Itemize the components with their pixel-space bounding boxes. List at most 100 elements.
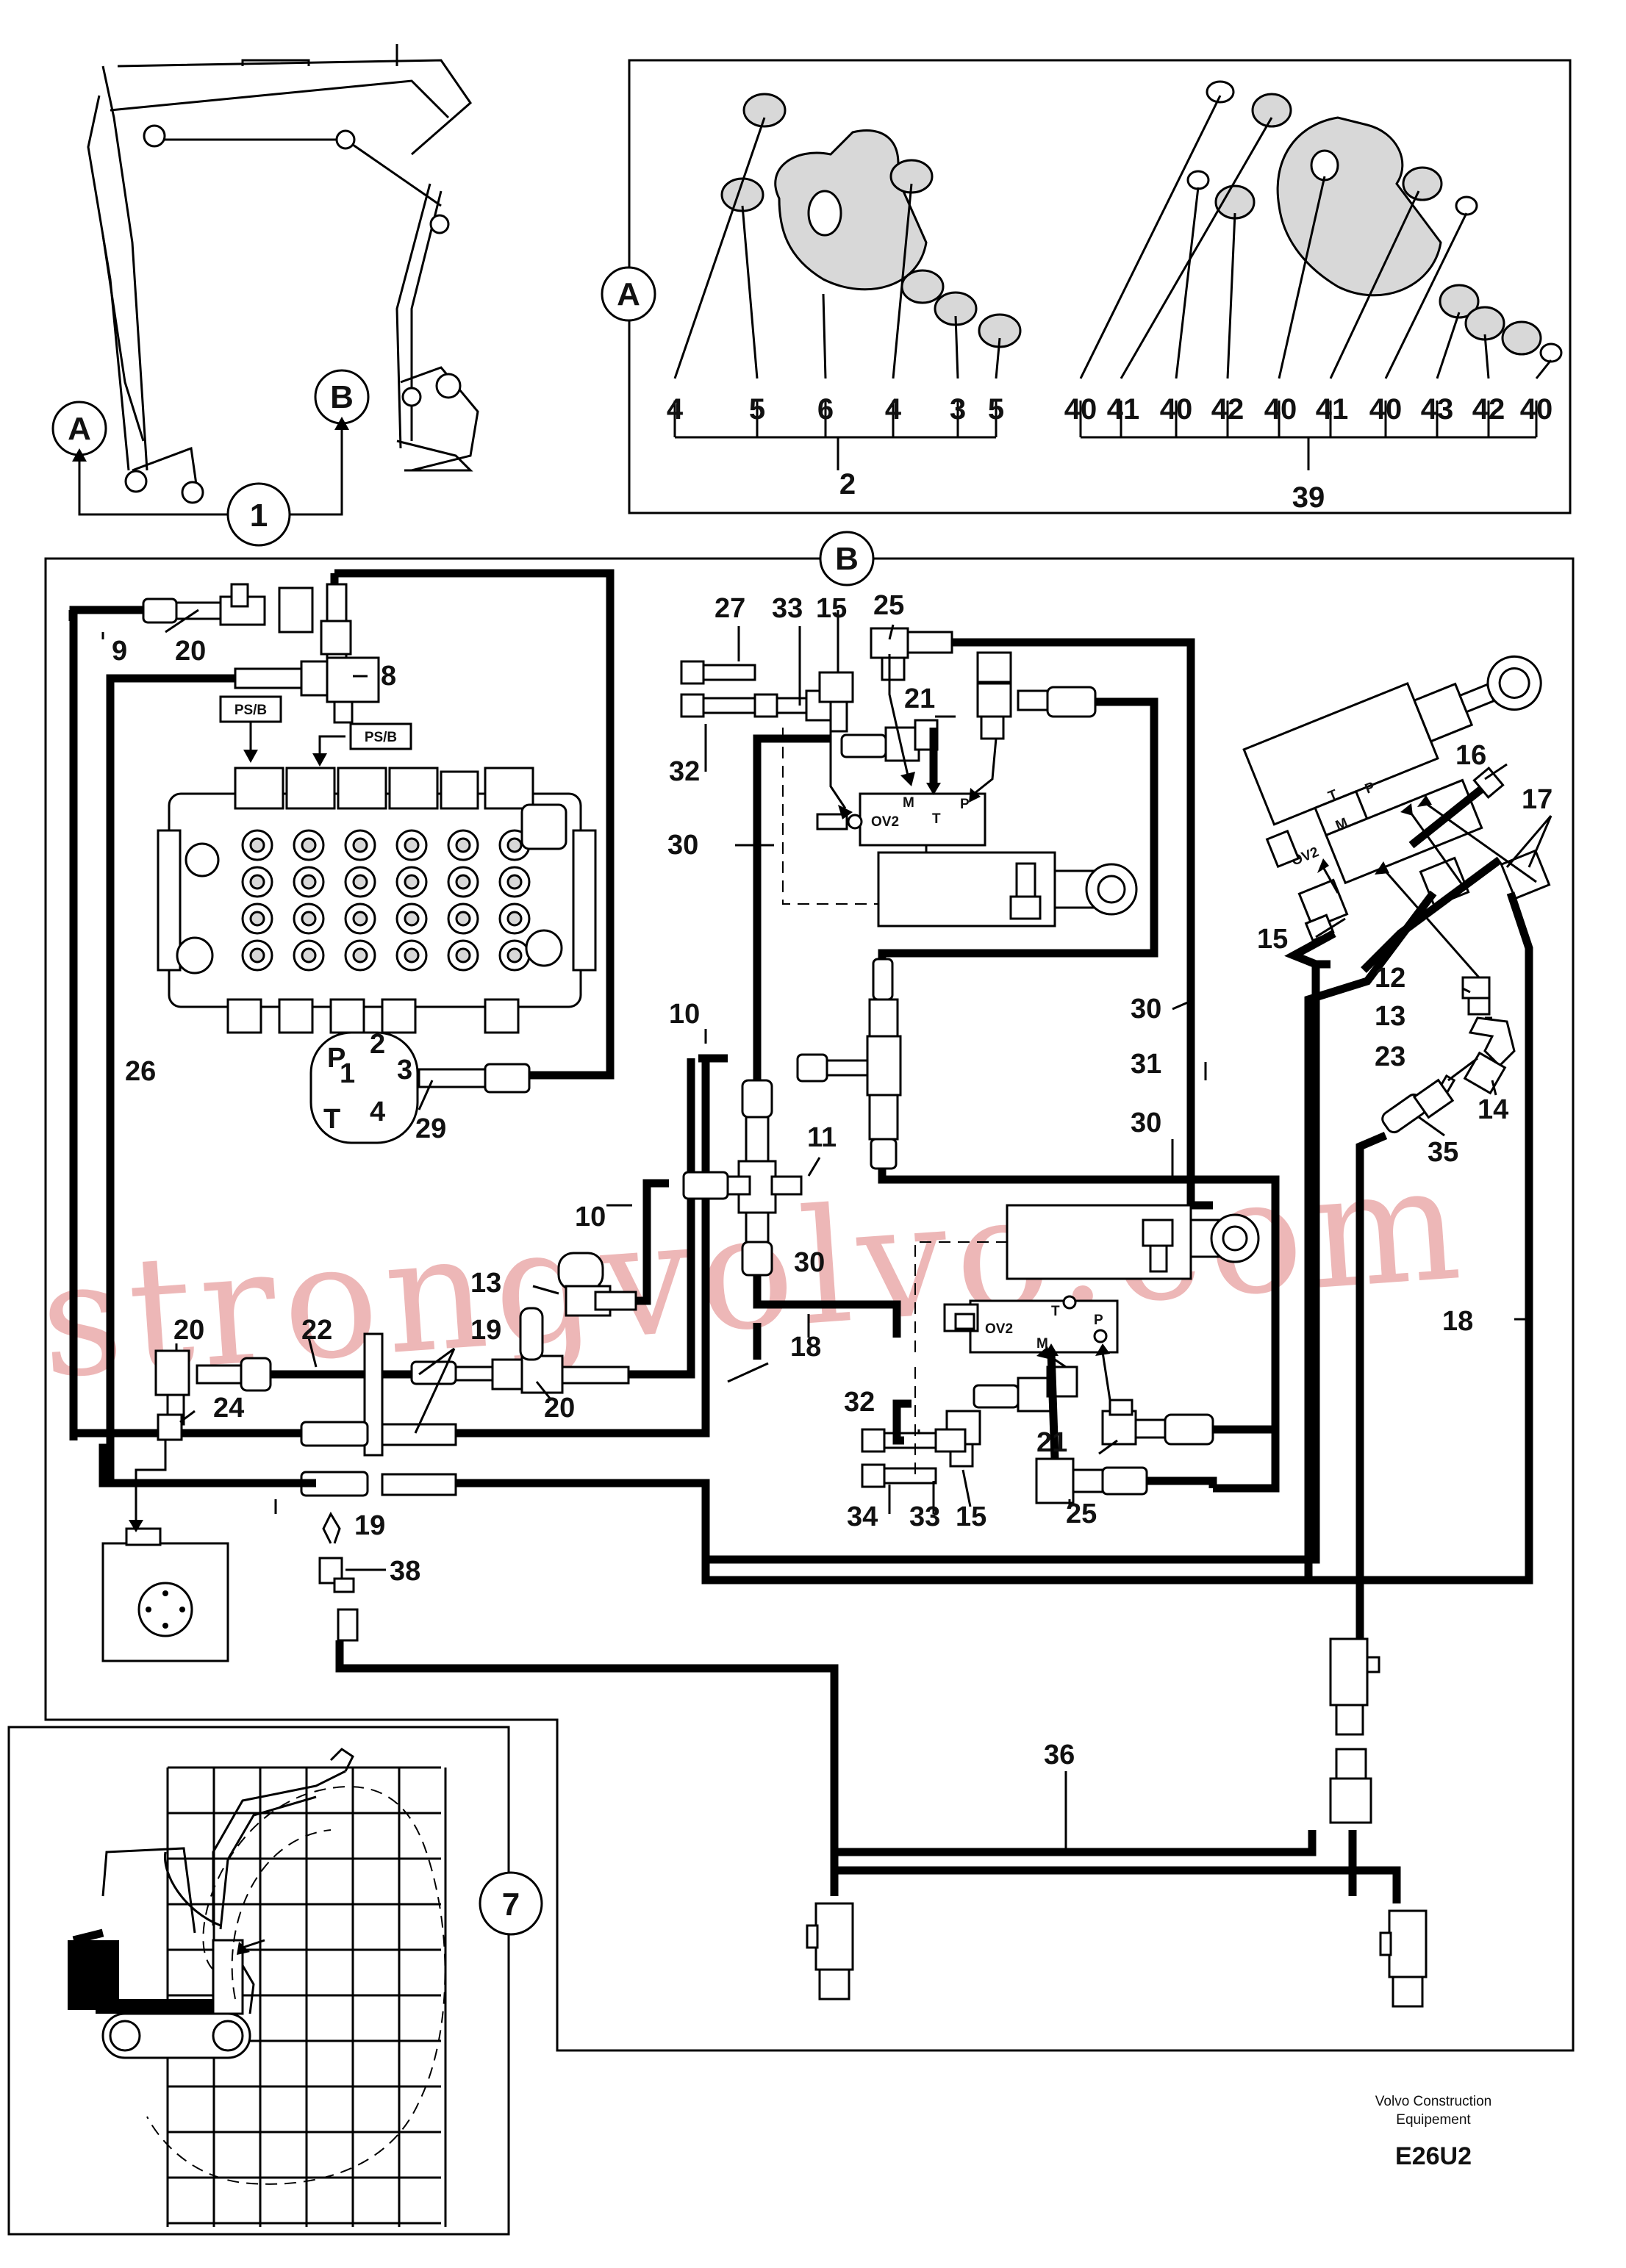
label-15-right: 15 xyxy=(1257,924,1288,955)
label-27: 27 xyxy=(714,593,745,624)
label-17: 17 xyxy=(1522,784,1552,815)
bushing-label-right: 42 xyxy=(1211,393,1244,426)
bushing-label-right: 40 xyxy=(1520,393,1553,426)
label-26: 26 xyxy=(125,1056,156,1087)
label-30-left: 30 xyxy=(667,830,698,861)
label-21-top: 21 xyxy=(904,683,935,714)
spool-port-inner xyxy=(301,911,317,927)
label-33-top: 33 xyxy=(772,593,803,624)
label-13-left: 13 xyxy=(470,1268,501,1299)
bushing-label-right: 42 xyxy=(1472,393,1505,426)
label-31: 31 xyxy=(1131,1049,1161,1080)
valve-t-upper: T xyxy=(932,811,941,827)
bushing-label-right: 43 xyxy=(1421,393,1454,426)
label-20-right: 20 xyxy=(544,1393,575,1424)
label-30-mid: 30 xyxy=(1131,994,1161,1024)
port-3: 3 xyxy=(397,1055,412,1085)
label-25-bottom: 25 xyxy=(1066,1499,1097,1529)
valve-p-upper: P xyxy=(960,797,970,812)
machine-detail-frame xyxy=(7,1726,510,2236)
label-10-top: 10 xyxy=(669,999,700,1030)
valve-m-lower: M xyxy=(1036,1336,1048,1352)
label-30-lower: 30 xyxy=(794,1247,825,1278)
psb-tag-right xyxy=(349,722,412,750)
label-13-right: 13 xyxy=(1375,1001,1405,1032)
label-18-right: 18 xyxy=(1442,1306,1473,1337)
valve-m-upper: M xyxy=(903,795,914,811)
bushing-label-left: 3 xyxy=(950,393,966,426)
label-15-top: 15 xyxy=(816,593,847,624)
label-32-top: 32 xyxy=(669,756,700,787)
label-23: 23 xyxy=(1375,1041,1405,1072)
valve-ov2-lower xyxy=(969,1299,1119,1354)
spool-port-inner xyxy=(352,837,368,853)
bushing-label-left: 6 xyxy=(817,393,834,426)
control-valve-block xyxy=(157,767,597,1034)
callout-7-text: 7 xyxy=(502,1887,520,1923)
spool-port-inner xyxy=(301,874,317,890)
label-10-left: 10 xyxy=(575,1202,606,1232)
detail-b-labels: 9 20 8 26 29 27 33 15 25 21 32 30 30 31 … xyxy=(112,590,1552,1770)
spool-port-inner xyxy=(506,874,523,890)
spool-port-inner xyxy=(249,947,265,963)
bushing-label-right: 41 xyxy=(1107,393,1140,426)
bushing-label-right: 40 xyxy=(1064,393,1097,426)
label-29: 29 xyxy=(415,1113,446,1144)
pivot-link-left xyxy=(774,129,928,291)
callout-1-text: 1 xyxy=(250,498,268,534)
group-label-39: 39 xyxy=(1292,481,1325,514)
hydraulic-tank xyxy=(101,1440,229,1662)
bushing-label-left: 4 xyxy=(667,393,684,426)
spool-port-inner xyxy=(404,911,420,927)
pivot-link-right xyxy=(1276,116,1442,297)
spool-port-inner xyxy=(352,947,368,963)
label-30-right: 30 xyxy=(1131,1108,1161,1138)
spool-port-inner xyxy=(352,874,368,890)
spool-port-inner xyxy=(301,837,317,853)
label-22: 22 xyxy=(301,1315,332,1346)
callout-7-circle xyxy=(479,1871,543,1936)
spool-port-inner xyxy=(404,947,420,963)
boom-linkage-overview xyxy=(87,44,479,504)
detail-b-hydraulics: B strongvolvo.com PS/B xyxy=(35,531,1575,2052)
title-block: Volvo Construction Equipement E26U2 xyxy=(1375,2094,1491,2170)
label-25-top: 25 xyxy=(873,590,904,621)
spool-port-inner xyxy=(249,911,265,927)
spool-port-inner xyxy=(506,837,523,853)
label-9: 9 xyxy=(112,636,127,667)
valve-t-lower: T xyxy=(1051,1304,1060,1319)
label-20-left: 20 xyxy=(173,1315,204,1346)
detail-a-callout-circle xyxy=(601,266,656,322)
label-33-bottom: 33 xyxy=(909,1501,940,1532)
spool-port-inner xyxy=(506,911,523,927)
spool-port-inner xyxy=(352,911,368,927)
bushing-label-right: 40 xyxy=(1160,393,1193,426)
callout-b-text: B xyxy=(330,379,354,415)
spool-port-inner xyxy=(455,947,471,963)
right-valve xyxy=(1325,778,1483,885)
label-11: 11 xyxy=(807,1122,837,1153)
label-21-bottom: 21 xyxy=(1036,1427,1067,1458)
label-34: 34 xyxy=(847,1501,878,1532)
detail-a-frame xyxy=(628,59,1572,514)
hose-9 xyxy=(69,606,176,1438)
spool-port-inner xyxy=(455,911,471,927)
bushing-label-left: 5 xyxy=(988,393,1004,426)
label-8: 8 xyxy=(381,661,396,692)
upper-valve-assembly: OV2 M T P xyxy=(680,627,1213,1210)
spool-port-inner xyxy=(455,874,471,890)
detail-a-callout-text: A xyxy=(617,276,640,312)
port-plate xyxy=(309,1031,419,1144)
callout-group-top-left: A B 1 xyxy=(51,369,370,547)
spool-port-inner xyxy=(404,874,420,890)
label-32-bottom: 32 xyxy=(844,1387,875,1418)
label-18-left: 18 xyxy=(790,1332,821,1363)
machine-position-detail: 7 xyxy=(7,1726,543,2236)
bushing-label-right: 40 xyxy=(1264,393,1297,426)
lower-valve-assembly: OV2 M T P xyxy=(753,1204,1275,1504)
spool-port-inner xyxy=(249,837,265,853)
label-14: 14 xyxy=(1478,1094,1508,1125)
maker-line-2: Equipement xyxy=(1396,2112,1471,2128)
group-label-2: 2 xyxy=(839,468,856,500)
wire-harness xyxy=(318,1511,1428,2008)
